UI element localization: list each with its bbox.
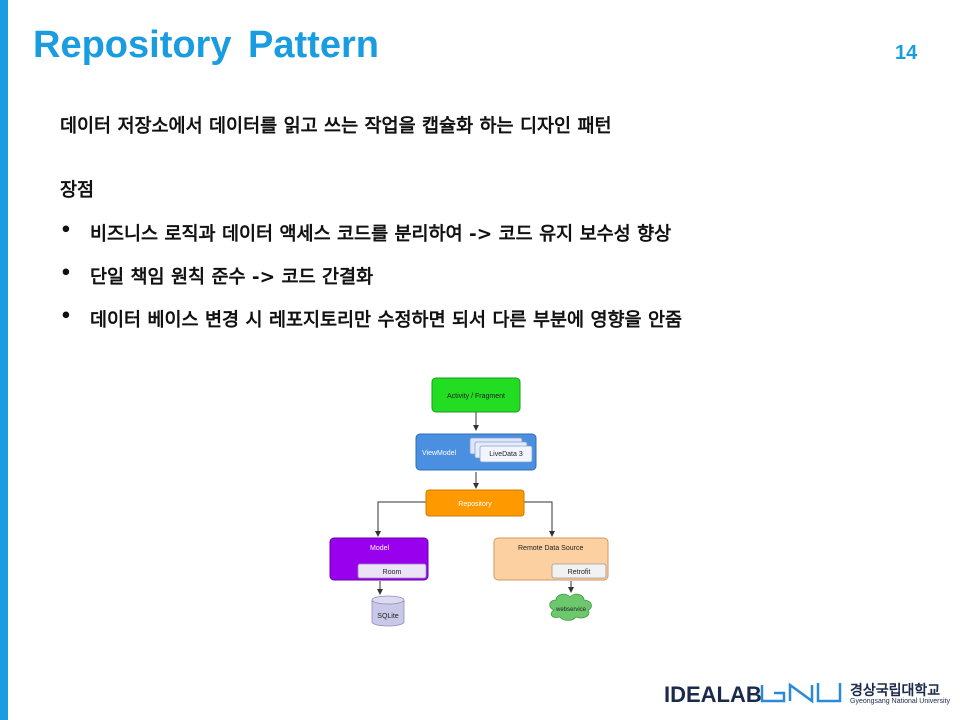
bullet-text: 데이터 베이스 변경 시 레포지토리만 수정하면 되서 다른 부분에 영향을 안… — [90, 310, 683, 331]
bullet-icon: • — [60, 306, 72, 327]
webservice-label: webservice — [555, 607, 587, 613]
bullet-text: 단일 책임 원칙 준수 -> 코드 간결화 — [90, 267, 374, 288]
model-node: Model Room — [329, 537, 429, 581]
list-item: • 데이터 베이스 변경 시 레포지토리만 수정하면 되서 다른 부분에 영향을… — [60, 306, 683, 331]
activity-fragment-node: Activity / Fragment — [431, 377, 521, 413]
viewmodel-node: ViewModel LiveData 3 — [415, 433, 537, 471]
bullet-text: 비즈니스 로직과 데이터 액세스 코드를 분리하여 -> 코드 유지 보수성 향… — [90, 224, 672, 245]
remote-data-source-label: Remote Data Source — [518, 545, 583, 552]
architecture-diagram-svg: Activity / Fragment ViewModel LiveData 3… — [329, 377, 609, 627]
activity-fragment-label: Activity / Fragment — [447, 393, 505, 400]
advantages-list: • 비즈니스 로직과 데이터 액세스 코드를 분리하여 -> 코드 유지 보수성… — [60, 220, 682, 349]
sqlite-label: SQLite — [377, 613, 399, 620]
room-label: Room — [383, 569, 402, 576]
repository-node: Repository — [425, 489, 525, 517]
footer-branding: IDEALAB 경상국립대학교 Gyeongsang National Univ… — [664, 680, 954, 710]
model-label: Model — [370, 545, 390, 552]
bullet-icon: • — [60, 220, 72, 241]
viewmodel-label: ViewModel — [422, 450, 457, 457]
list-item: • 비즈니스 로직과 데이터 액세스 코드를 분리하여 -> 코드 유지 보수성… — [60, 220, 682, 245]
livedata-label: LiveData 3 — [489, 451, 523, 458]
remote-data-source-node: Remote Data Source Retrofit — [493, 537, 609, 581]
lead-text: 데이터 저장소에서 데이터를 읽고 쓰는 작업을 캡슐화 하는 디자인 패턴 — [60, 116, 612, 137]
repository-label: Repository — [458, 501, 492, 508]
advantages-heading: 장점 — [60, 180, 95, 201]
retrofit-label: Retrofit — [568, 569, 591, 576]
webservice-cloud-icon: webservice — [549, 593, 592, 621]
idealab-logo: IDEALAB — [664, 682, 762, 707]
page-number: 14 — [895, 42, 918, 64]
university-name: 경상국립대학교 — [850, 683, 941, 699]
bullet-icon: • — [60, 263, 72, 284]
sqlite-database-icon: SQLite — [371, 595, 405, 627]
slide-title: Repository Pattern — [33, 24, 379, 66]
architecture-diagram: Activity / Fragment ViewModel LiveData 3… — [318, 372, 618, 634]
university-name-en: Gyeongsang National University — [850, 698, 950, 705]
connectors — [375, 412, 574, 595]
list-item: • 단일 책임 원칙 준수 -> 코드 간결화 — [60, 263, 682, 288]
gnu-logo-icon — [760, 682, 842, 704]
slide-accent-bar — [0, 0, 8, 720]
